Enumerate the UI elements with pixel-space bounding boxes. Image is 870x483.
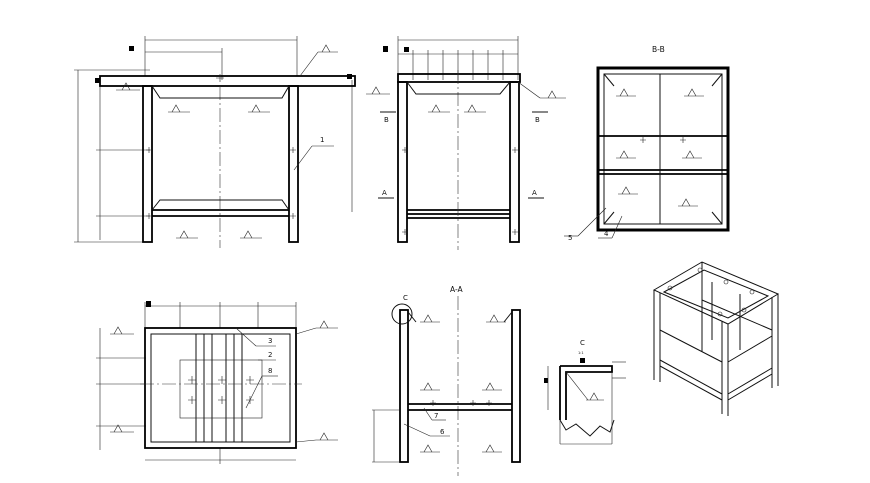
part-number-3: 3 <box>268 337 272 345</box>
part-number-1: 1 <box>320 136 324 144</box>
detail-c-scale: 1:1 <box>578 351 584 355</box>
section-mark-b-right: B <box>535 116 540 124</box>
isometric-view <box>652 261 780 416</box>
part-number-6: 6 <box>440 428 445 436</box>
section-bb-title: B-B <box>652 45 665 54</box>
side-view: B B A A <box>366 36 566 250</box>
section-mark-b-left: B <box>384 116 389 124</box>
top-view: 3 2 8 <box>96 301 338 464</box>
section-mark-a-right: A <box>532 189 537 197</box>
section-bb-view: B-B 5 4 <box>564 45 730 242</box>
detail-c-title: C <box>580 339 585 347</box>
section-aa-view: A-A C 6 7 <box>372 285 521 476</box>
section-aa-title: A-A <box>450 285 464 294</box>
part-number-7: 7 <box>434 412 438 420</box>
detail-c-view: C 1:1 <box>544 339 626 445</box>
detail-callout-c: C <box>403 294 408 302</box>
part-number-5: 5 <box>568 234 572 242</box>
part-number-2: 2 <box>268 351 272 359</box>
part-number-8: 8 <box>268 367 272 375</box>
dimension-marker <box>129 46 134 51</box>
part-number-4: 4 <box>604 230 609 238</box>
front-view: 1 <box>74 36 356 248</box>
section-mark-a-left: A <box>382 189 387 197</box>
